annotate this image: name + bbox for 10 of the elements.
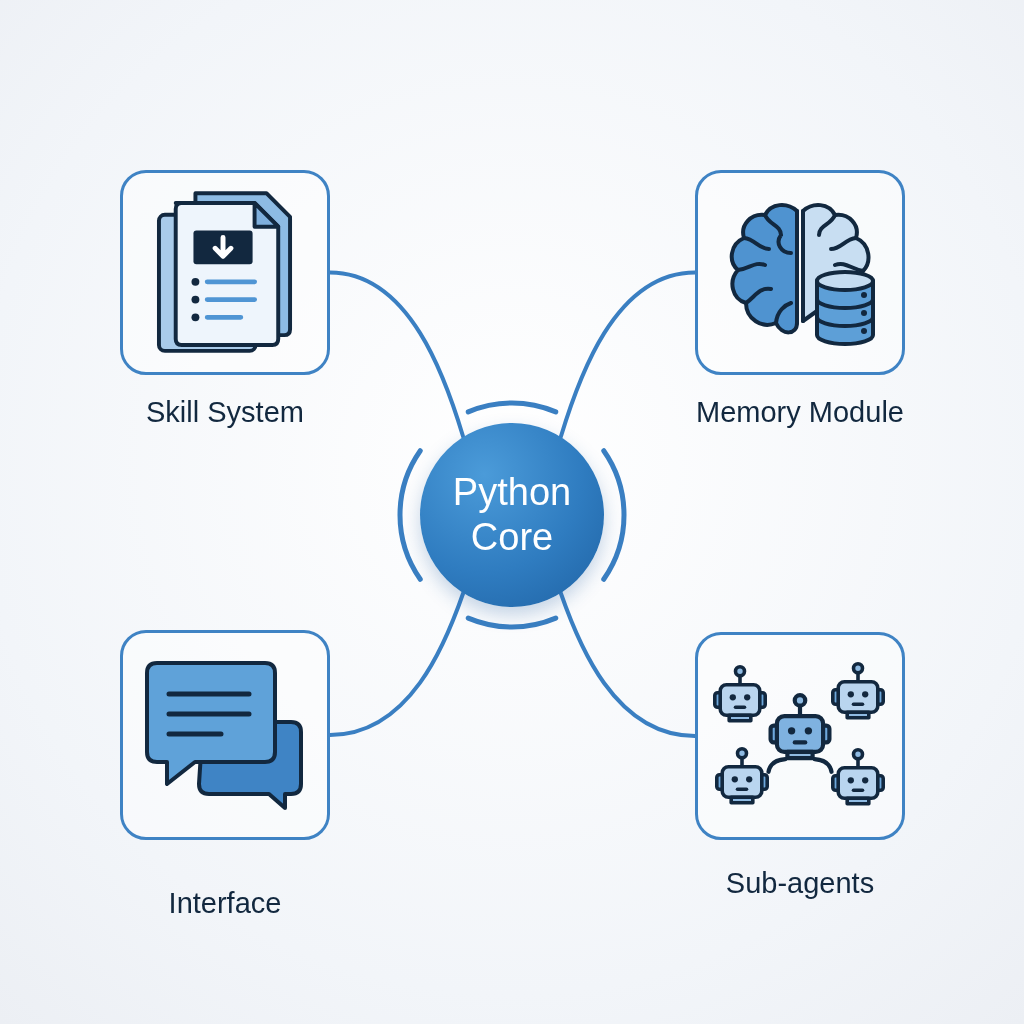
connector-line [328, 270, 466, 439]
node-label: Interface [168, 886, 282, 921]
connector-line [558, 270, 697, 439]
core-circle [420, 423, 604, 607]
connector-line [328, 591, 466, 737]
node-label: Memory Module [696, 395, 904, 430]
node-label: Skill System [146, 395, 304, 430]
node-label: Python Core [451, 470, 573, 560]
node-label: Sub-agents [725, 866, 875, 901]
connector-line [558, 591, 697, 738]
